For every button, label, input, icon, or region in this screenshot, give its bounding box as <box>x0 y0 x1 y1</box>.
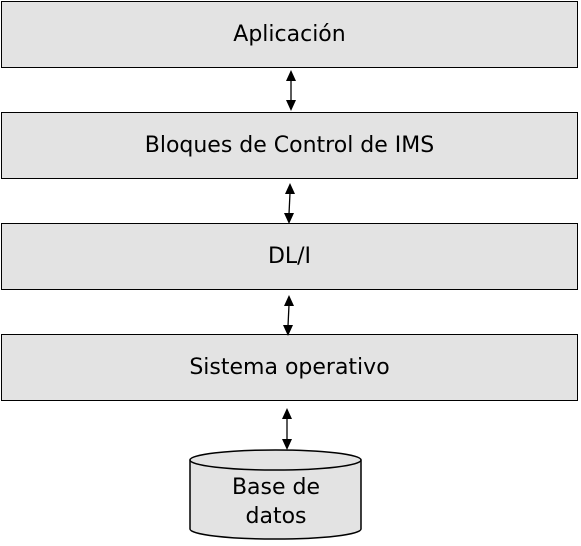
bidirectional-arrow <box>283 295 294 336</box>
bidirectional-arrow <box>286 70 296 111</box>
layer-label: Bloques de Control de IMS <box>144 133 435 158</box>
database-icon <box>189 449 362 540</box>
layer-label: DL/I <box>267 244 312 269</box>
bidirectional-arrow <box>282 408 292 450</box>
database-label: Base de datos <box>231 475 321 529</box>
database-cylinder: Base de datos <box>189 449 363 542</box>
layer-bloques-control-ims: Bloques de Control de IMS <box>1 112 578 179</box>
layer-dli: DL/I <box>1 223 578 290</box>
layer-aplicacion: Aplicación <box>1 1 578 68</box>
layer-label: Aplicación <box>233 22 346 47</box>
layer-label: Sistema operativo <box>189 355 390 380</box>
bidirectional-arrow <box>284 183 295 224</box>
layer-sistema-operativo: Sistema operativo <box>1 334 578 401</box>
